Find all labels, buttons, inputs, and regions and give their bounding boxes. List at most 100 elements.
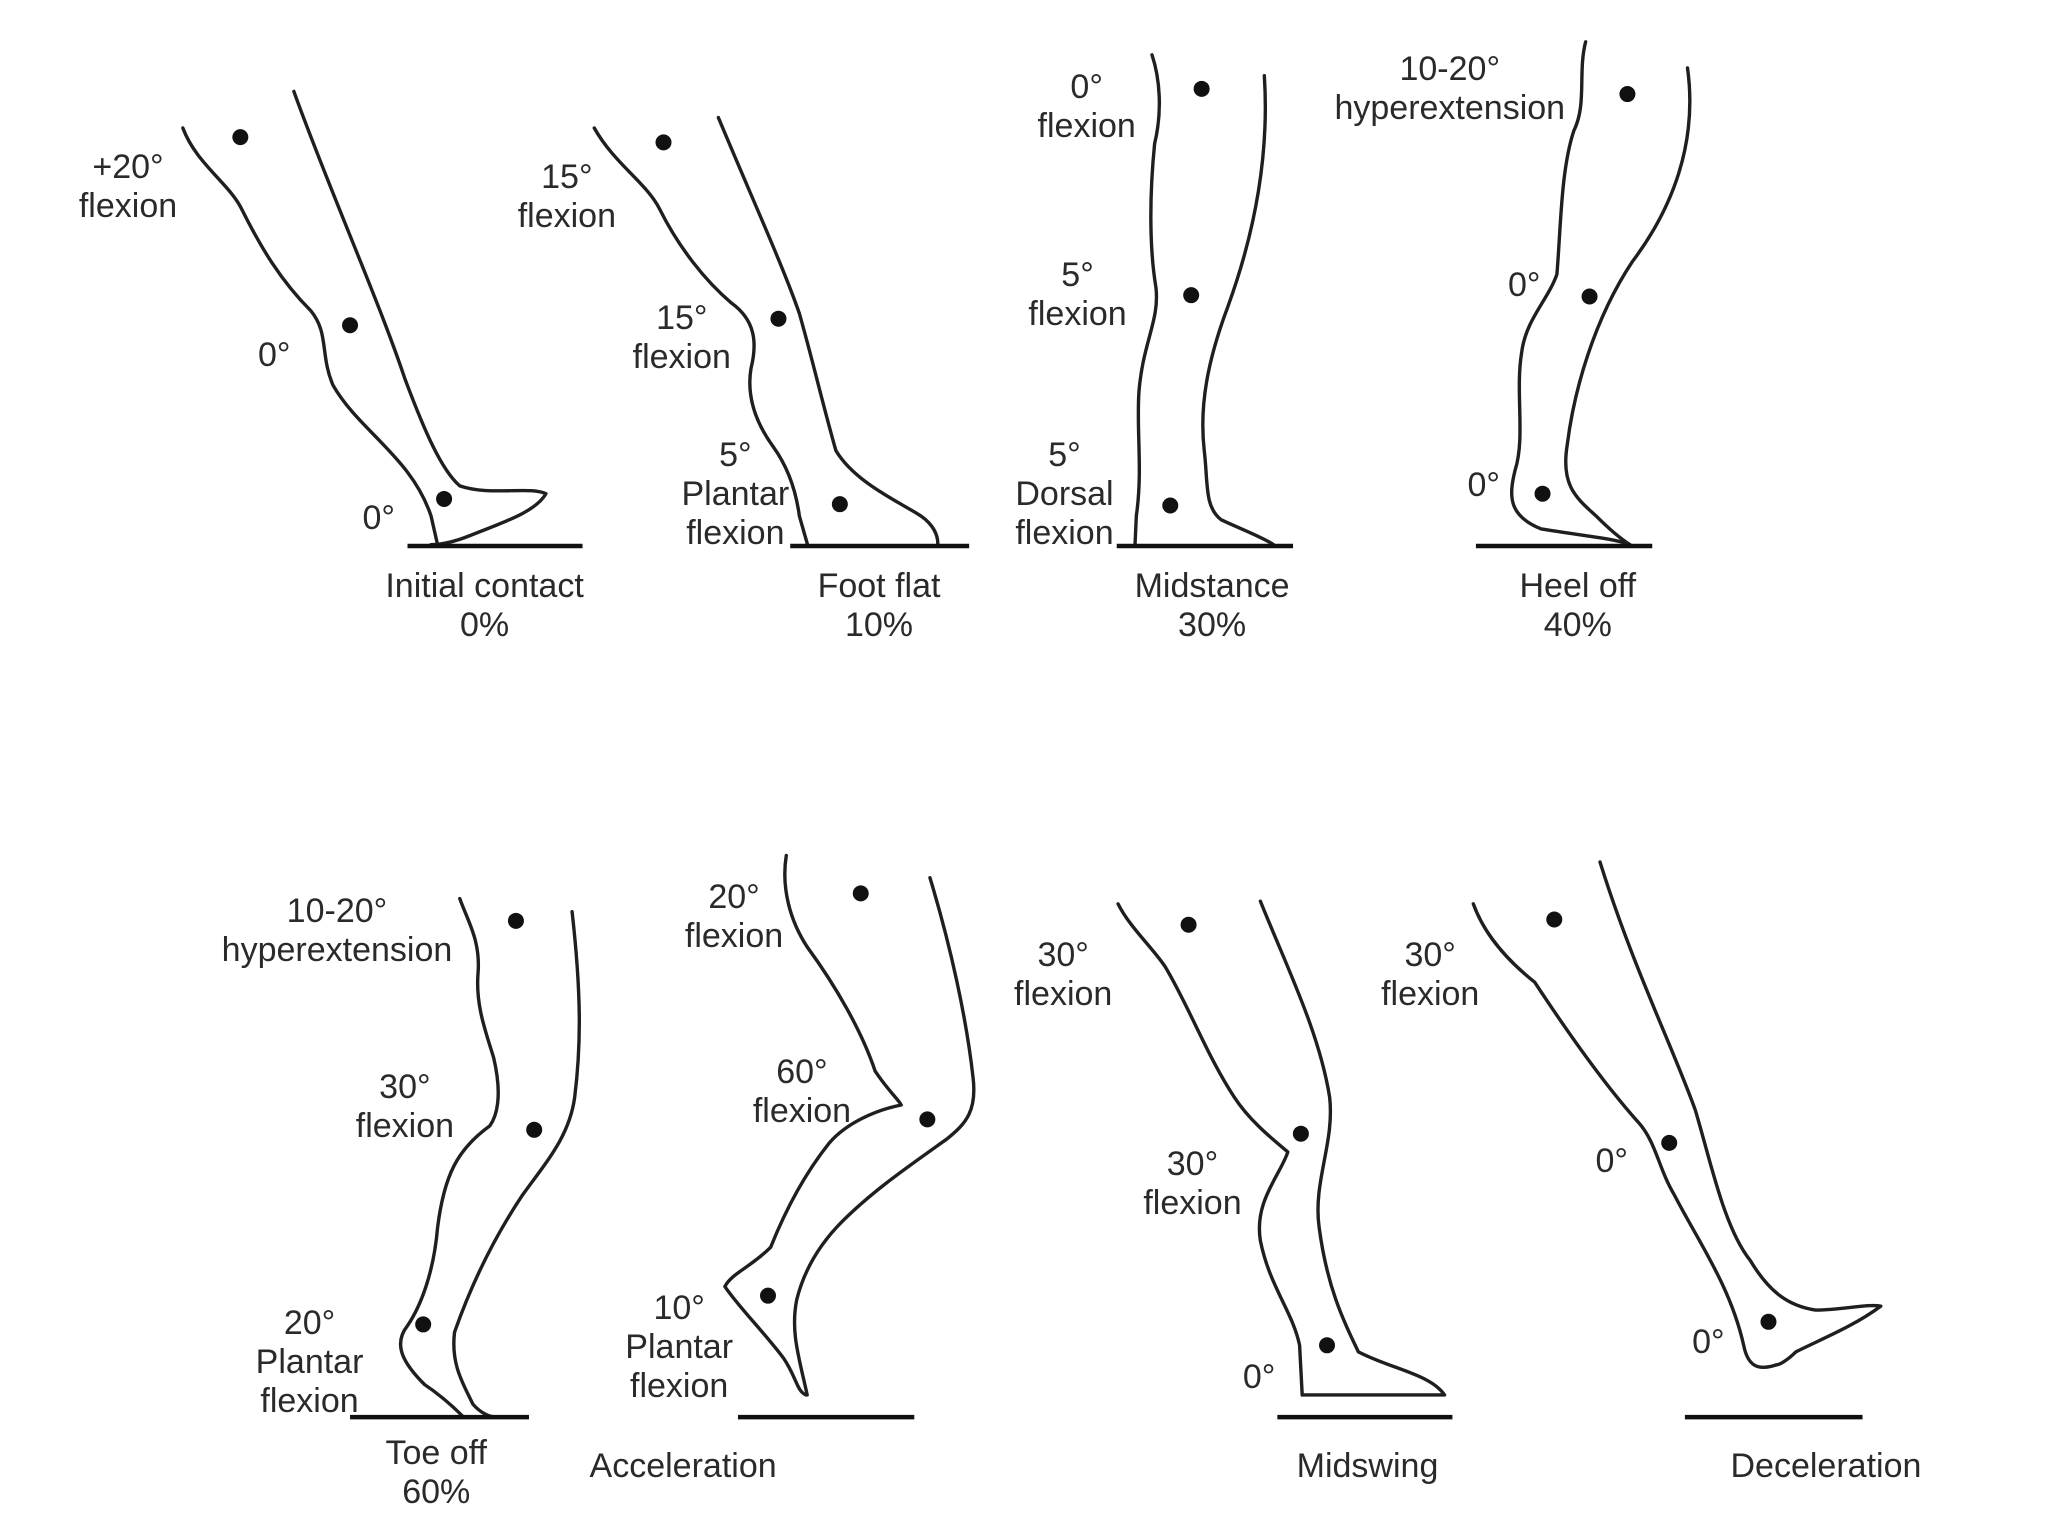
- knee-angle-label-foot-flat: 15°flexion: [633, 299, 731, 377]
- knee-angle-label-acceleration-line: flexion: [752, 1091, 852, 1130]
- phase-caption-midstance-line: Midstance: [1134, 566, 1290, 605]
- leg-outline-heel-off: [1509, 40, 1692, 547]
- knee-joint-marker-midstance: [1183, 287, 1200, 304]
- posterior-contour-midstance: [1133, 53, 1162, 547]
- leg-outline-midswing: [1116, 899, 1447, 1397]
- hip-angle-label-deceleration: 30°flexion: [1381, 936, 1479, 1014]
- knee-joint-marker-midswing: [1292, 1125, 1309, 1142]
- anterior-contour-deceleration: [1598, 860, 1883, 1367]
- hip-angle-label-midstance-line: 0°: [1070, 67, 1103, 106]
- hip-angle-label-initial-contact-line: +20°: [92, 147, 164, 186]
- phase-caption-foot-flat-line: 10%: [844, 605, 914, 644]
- phase-caption-foot-flat-line: Foot flat: [817, 566, 941, 605]
- posterior-contour-heel-off: [1509, 40, 1632, 547]
- leg-outline-midstance: [1133, 53, 1276, 547]
- knee-joint-marker-toe-off: [526, 1121, 543, 1138]
- ankle-angle-label-midstance-line: flexion: [1015, 514, 1114, 553]
- posterior-contour-foot-flat: [592, 126, 809, 546]
- ankle-joint-marker-midswing: [1319, 1337, 1336, 1354]
- knee-angle-label-heel-off-line: 0°: [1507, 266, 1541, 305]
- knee-angle-label-midstance-line: 5°: [1061, 256, 1094, 294]
- ankle-joint-marker-deceleration: [1760, 1313, 1777, 1330]
- ankle-angle-label-initial-contact-line: 0°: [362, 498, 396, 537]
- phase-caption-heel-off-line: Heel off: [1519, 566, 1637, 605]
- knee-joint-marker-foot-flat: [770, 310, 787, 327]
- hip-angle-label-toe-off-line: hyperextension: [221, 931, 453, 970]
- hip-angle-label-acceleration-line: 20°: [708, 877, 760, 916]
- leg-outline-initial-contact: [181, 89, 548, 547]
- phase-caption-deceleration-line: Deceleration: [1730, 1447, 1922, 1486]
- ankle-angle-label-acceleration-line: flexion: [630, 1367, 729, 1406]
- phase-caption-deceleration: Deceleration: [1731, 1447, 1922, 1486]
- phase-caption-midswing-line: Midswing: [1296, 1447, 1439, 1486]
- hip-angle-label-heel-off: 10-20°hyperextension: [1334, 50, 1565, 128]
- phase-caption-acceleration: Acceleration: [590, 1447, 777, 1486]
- hip-angle-label-midswing-line: flexion: [1014, 975, 1113, 1014]
- anterior-contour-initial-contact: [292, 89, 548, 547]
- ankle-angle-label-toe-off-line: Plantar: [255, 1342, 364, 1381]
- phase-caption-heel-off-line: 40%: [1543, 605, 1612, 644]
- ankle-joint-marker-midstance: [1162, 497, 1179, 514]
- anterior-contour-acceleration: [792, 876, 976, 1397]
- anterior-contour-foot-flat: [716, 115, 940, 546]
- knee-joint-marker-initial-contact: [342, 317, 359, 334]
- ankle-joint-marker-heel-off: [1534, 485, 1551, 502]
- hip-angle-label-midstance: 0°flexion: [1038, 68, 1136, 146]
- knee-angle-label-toe-off: 30°flexion: [356, 1068, 454, 1146]
- hip-joint-marker-toe-off: [507, 912, 524, 929]
- knee-angle-label-deceleration-line: 0°: [1595, 1141, 1629, 1180]
- hip-angle-label-heel-off-line: 10-20°: [1399, 49, 1501, 88]
- phase-caption-toe-off-line: 60%: [402, 1473, 471, 1512]
- hip-joint-marker-foot-flat: [655, 134, 672, 151]
- anterior-contour-midstance: [1201, 74, 1276, 547]
- knee-angle-label-midstance-line: flexion: [1028, 295, 1127, 333]
- hip-angle-label-heel-off-line: hyperextension: [1334, 88, 1566, 127]
- hip-angle-label-initial-contact-line: flexion: [78, 186, 178, 225]
- knee-angle-label-toe-off-line: flexion: [355, 1107, 455, 1146]
- leg-outline-deceleration: [1471, 860, 1883, 1370]
- hip-angle-label-foot-flat-line: 15°: [541, 158, 593, 197]
- knee-angle-label-initial-contact: 0°: [258, 336, 291, 375]
- hip-joint-marker-deceleration: [1546, 911, 1563, 928]
- ankle-angle-label-acceleration-line: 10°: [653, 1289, 705, 1328]
- ankle-angle-label-midswing-line: 0°: [1242, 1358, 1276, 1397]
- ankle-joint-marker-initial-contact: [436, 490, 453, 507]
- ankle-angle-label-toe-off-line: 20°: [283, 1303, 336, 1342]
- leg-outline-toe-off: [398, 896, 581, 1419]
- phase-caption-initial-contact-line: 0%: [459, 605, 510, 644]
- leg-outline-acceleration: [723, 853, 976, 1397]
- ankle-angle-label-toe-off-line: flexion: [260, 1381, 359, 1420]
- knee-angle-label-midswing: 30°flexion: [1143, 1145, 1241, 1223]
- phase-caption-midstance-line: 30%: [1178, 605, 1247, 644]
- ankle-angle-label-heel-off-line: 0°: [1467, 466, 1501, 505]
- knee-angle-label-midswing-line: 30°: [1166, 1145, 1219, 1184]
- anterior-contour-heel-off: [1563, 66, 1692, 547]
- knee-joint-marker-deceleration: [1661, 1134, 1678, 1151]
- posterior-contour-deceleration: [1471, 902, 1779, 1370]
- leg-outline-foot-flat: [592, 115, 940, 546]
- ankle-angle-label-foot-flat-line: Plantar: [681, 475, 790, 514]
- ankle-angle-label-deceleration: 0°: [1692, 1323, 1725, 1362]
- anterior-contour-midswing: [1258, 899, 1447, 1397]
- hip-angle-label-foot-flat-line: flexion: [517, 197, 616, 236]
- knee-angle-label-foot-flat-line: 15°: [656, 299, 708, 338]
- knee-angle-label-toe-off-line: 30°: [379, 1068, 431, 1107]
- ankle-joint-marker-acceleration: [760, 1287, 776, 1304]
- hip-joint-marker-midswing: [1180, 916, 1197, 933]
- knee-angle-label-midswing-line: flexion: [1143, 1184, 1242, 1223]
- hip-joint-marker-heel-off: [1619, 86, 1636, 103]
- ankle-angle-label-initial-contact: 0°: [363, 499, 396, 538]
- hip-angle-label-foot-flat: 15°flexion: [518, 158, 616, 236]
- ankle-angle-label-heel-off: 0°: [1467, 466, 1500, 505]
- hip-angle-label-acceleration-line: flexion: [684, 916, 784, 955]
- hip-angle-label-midswing-line: 30°: [1037, 936, 1089, 975]
- knee-angle-label-midstance: 5°flexion: [1028, 256, 1126, 334]
